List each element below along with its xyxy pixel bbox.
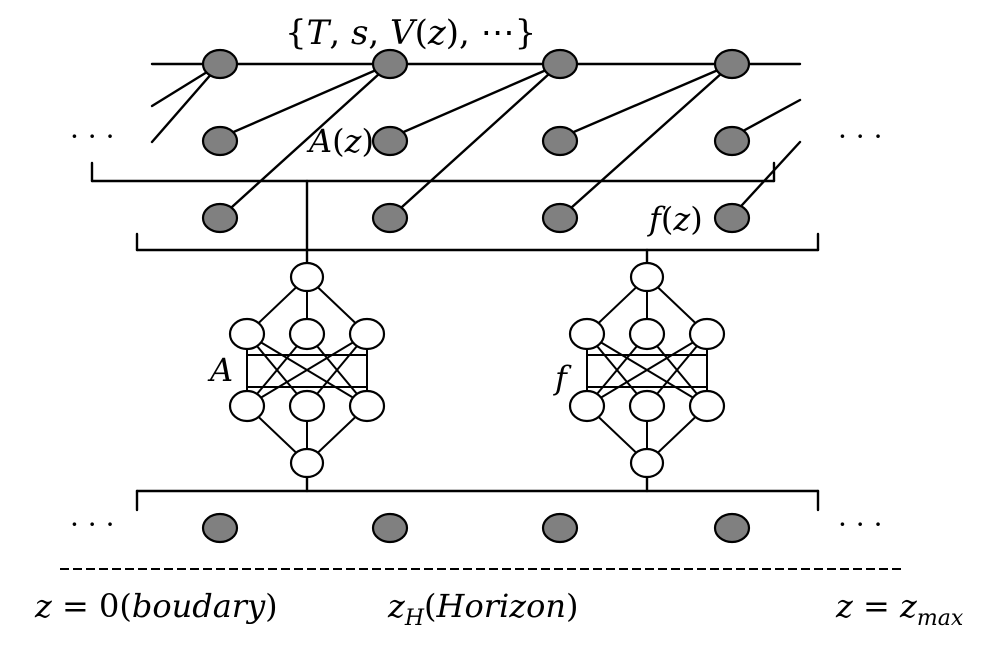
middle-bracket [135, 232, 820, 252]
nn-A-hidden1-node [288, 317, 326, 351]
ellipsis-left-lower: · · · [70, 508, 115, 541]
A-node [713, 125, 751, 157]
f-of-z-label: f(z) [647, 200, 703, 238]
field-node-top [541, 48, 579, 80]
nn-A-hidden2-node [348, 389, 386, 423]
input-node [541, 512, 579, 544]
nn-f-hidden1-node [688, 317, 726, 351]
f-node [371, 202, 409, 234]
f-node [541, 202, 579, 234]
upper-bracket [90, 161, 776, 183]
nn-A-hidden1-node [348, 317, 386, 351]
A-of-z-label: A(z) [306, 122, 374, 160]
horizon-label: zH(Horizon) [387, 587, 578, 631]
top-variable-set: {T, s, V(z), ⋯} [285, 13, 536, 53]
ellipsis-right-upper: · · · [838, 120, 883, 153]
field-node-top [371, 48, 409, 80]
nn-A-hidden1-node [228, 317, 266, 351]
field-node-top [201, 48, 239, 80]
field-node-top [713, 48, 751, 80]
nn-A-input-node [289, 261, 325, 293]
nn-f-hidden1-node [568, 317, 606, 351]
input-node [201, 512, 239, 544]
bottom-bracket [135, 489, 820, 512]
nn-A-hidden2-node [228, 389, 266, 423]
ellipsis-right-lower: · · · [838, 508, 883, 541]
A-node [201, 125, 239, 157]
f-node [201, 202, 239, 234]
f-node [713, 202, 751, 234]
network-f-label: f [553, 359, 572, 397]
nn-f-hidden1-node [628, 317, 666, 351]
zmax-label: z = zmax [835, 587, 964, 631]
nn-f-hidden2-node [688, 389, 726, 423]
diagonal-connections [150, 62, 802, 218]
input-node [371, 512, 409, 544]
neural-network-A [228, 261, 386, 479]
A-node [541, 125, 579, 157]
nn-f-input-node [629, 261, 665, 293]
nn-A-hidden2-node [288, 389, 326, 423]
ellipsis-left-upper: · · · [70, 120, 115, 153]
nn-f-hidden2-node [628, 389, 666, 423]
nn-f-hidden2-node [568, 389, 606, 423]
A-node [371, 125, 409, 157]
nn-f-output-node [629, 447, 665, 479]
nn-A-output-node [289, 447, 325, 479]
network-A-label: A [207, 351, 233, 389]
boundary-label: z = 0(boudary) [34, 587, 278, 625]
input-node [713, 512, 751, 544]
neural-network-f [568, 261, 726, 479]
